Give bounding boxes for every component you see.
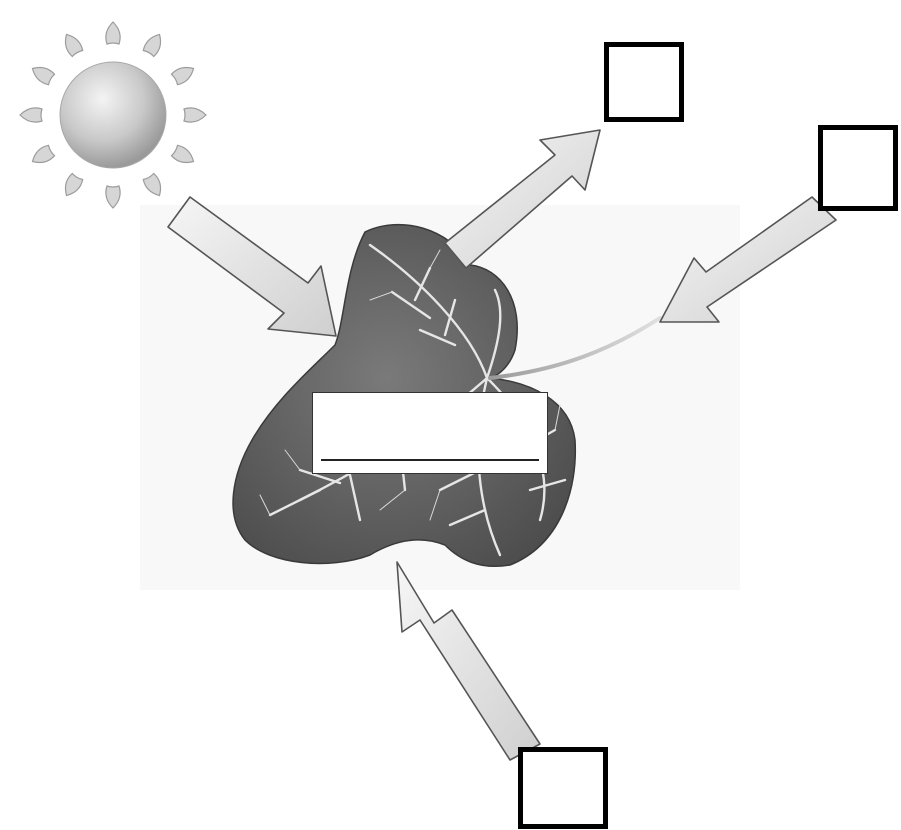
arrow-in-bottom [397, 562, 540, 760]
answer-box-bottom[interactable] [518, 747, 608, 829]
answer-box-right-text [823, 130, 893, 206]
answer-box-top-text [609, 47, 679, 117]
answer-box-top[interactable] [604, 42, 684, 122]
sun-icon [20, 22, 206, 208]
center-label-box[interactable] [312, 392, 548, 474]
answer-line [321, 459, 539, 461]
answer-box-right[interactable] [818, 125, 898, 211]
answer-box-bottom-text [523, 752, 603, 824]
